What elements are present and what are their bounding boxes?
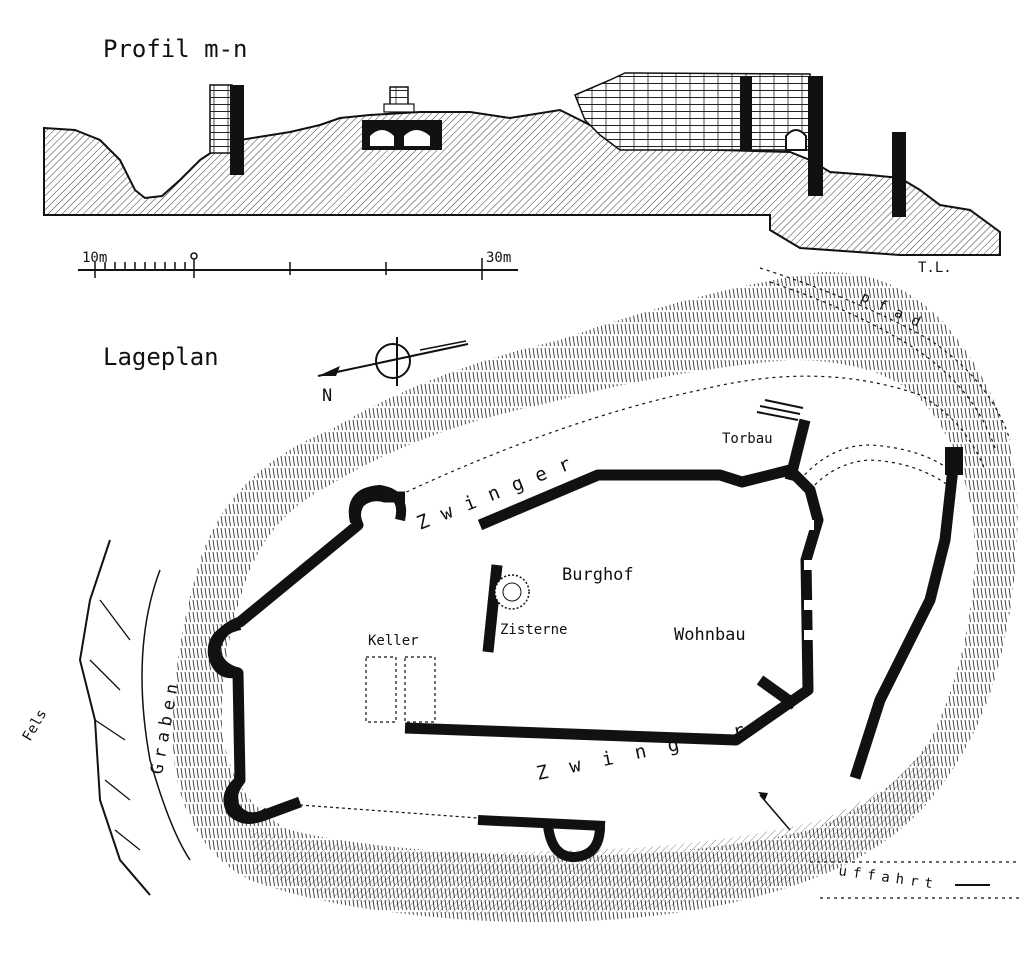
keller-room-2: [404, 656, 436, 723]
profile-right-post: [892, 132, 906, 217]
plan-section: Lageplan N: [20, 267, 1020, 922]
profile-ground: [43, 108, 1001, 256]
label-fels: Fels: [20, 707, 51, 744]
scale-bar: 10m 0 30m: [78, 250, 518, 280]
keller-room-1: [365, 656, 397, 723]
slope-ring: [172, 271, 1018, 922]
profile-section: Profil m-n: [43, 35, 1001, 280]
label-burghof: Burghof: [562, 565, 634, 585]
plan-title: Lageplan: [103, 343, 219, 371]
scale-label-right: 30m: [486, 250, 511, 266]
label-zwinger-bottom: Zwinger: [534, 715, 768, 785]
corner-mark: T.L.: [918, 260, 952, 276]
tower-bottom: [543, 825, 605, 862]
profile-title: Profil m-n: [103, 35, 248, 63]
entry-arrow: [759, 794, 791, 831]
west-inner-wall: [482, 564, 503, 653]
north-arrow-icon: N: [317, 337, 469, 406]
tower-bottom-left: [223, 776, 271, 824]
label-keller: Keller: [368, 633, 419, 649]
slope-bottom: [250, 740, 940, 916]
profile-left-tower: [209, 84, 233, 154]
label-auffahrt: uffahrt: [837, 863, 939, 893]
path-top-dotted: [399, 375, 986, 496]
outer-wall-bottom: [477, 815, 606, 831]
path-gate-dotted-2: [809, 459, 949, 491]
path-gate-dotted: [799, 444, 951, 481]
path-top-dotted-2: [759, 267, 1011, 441]
tower-top: [348, 484, 406, 524]
profile-main-ruin: [574, 72, 823, 196]
label-torbau: Torbau: [722, 431, 773, 447]
label-wohnbau: Wohnbau: [674, 625, 746, 645]
torbau-wall: [784, 418, 811, 482]
profile-vaults: [362, 86, 442, 150]
scale-label-left: 10m: [82, 250, 107, 266]
outer-wall-bottom-dotted: [299, 804, 479, 819]
label-zisterne: Zisterne: [500, 622, 567, 638]
internal-wall: [756, 675, 799, 710]
outer-wall-east: [849, 449, 961, 780]
tower-left: [207, 620, 242, 679]
cistern-icon: [494, 574, 530, 610]
fels-edge: [78, 539, 151, 896]
profile-left-wall: [230, 85, 244, 175]
north-label: N: [322, 386, 332, 406]
inner-wall: [404, 464, 824, 746]
